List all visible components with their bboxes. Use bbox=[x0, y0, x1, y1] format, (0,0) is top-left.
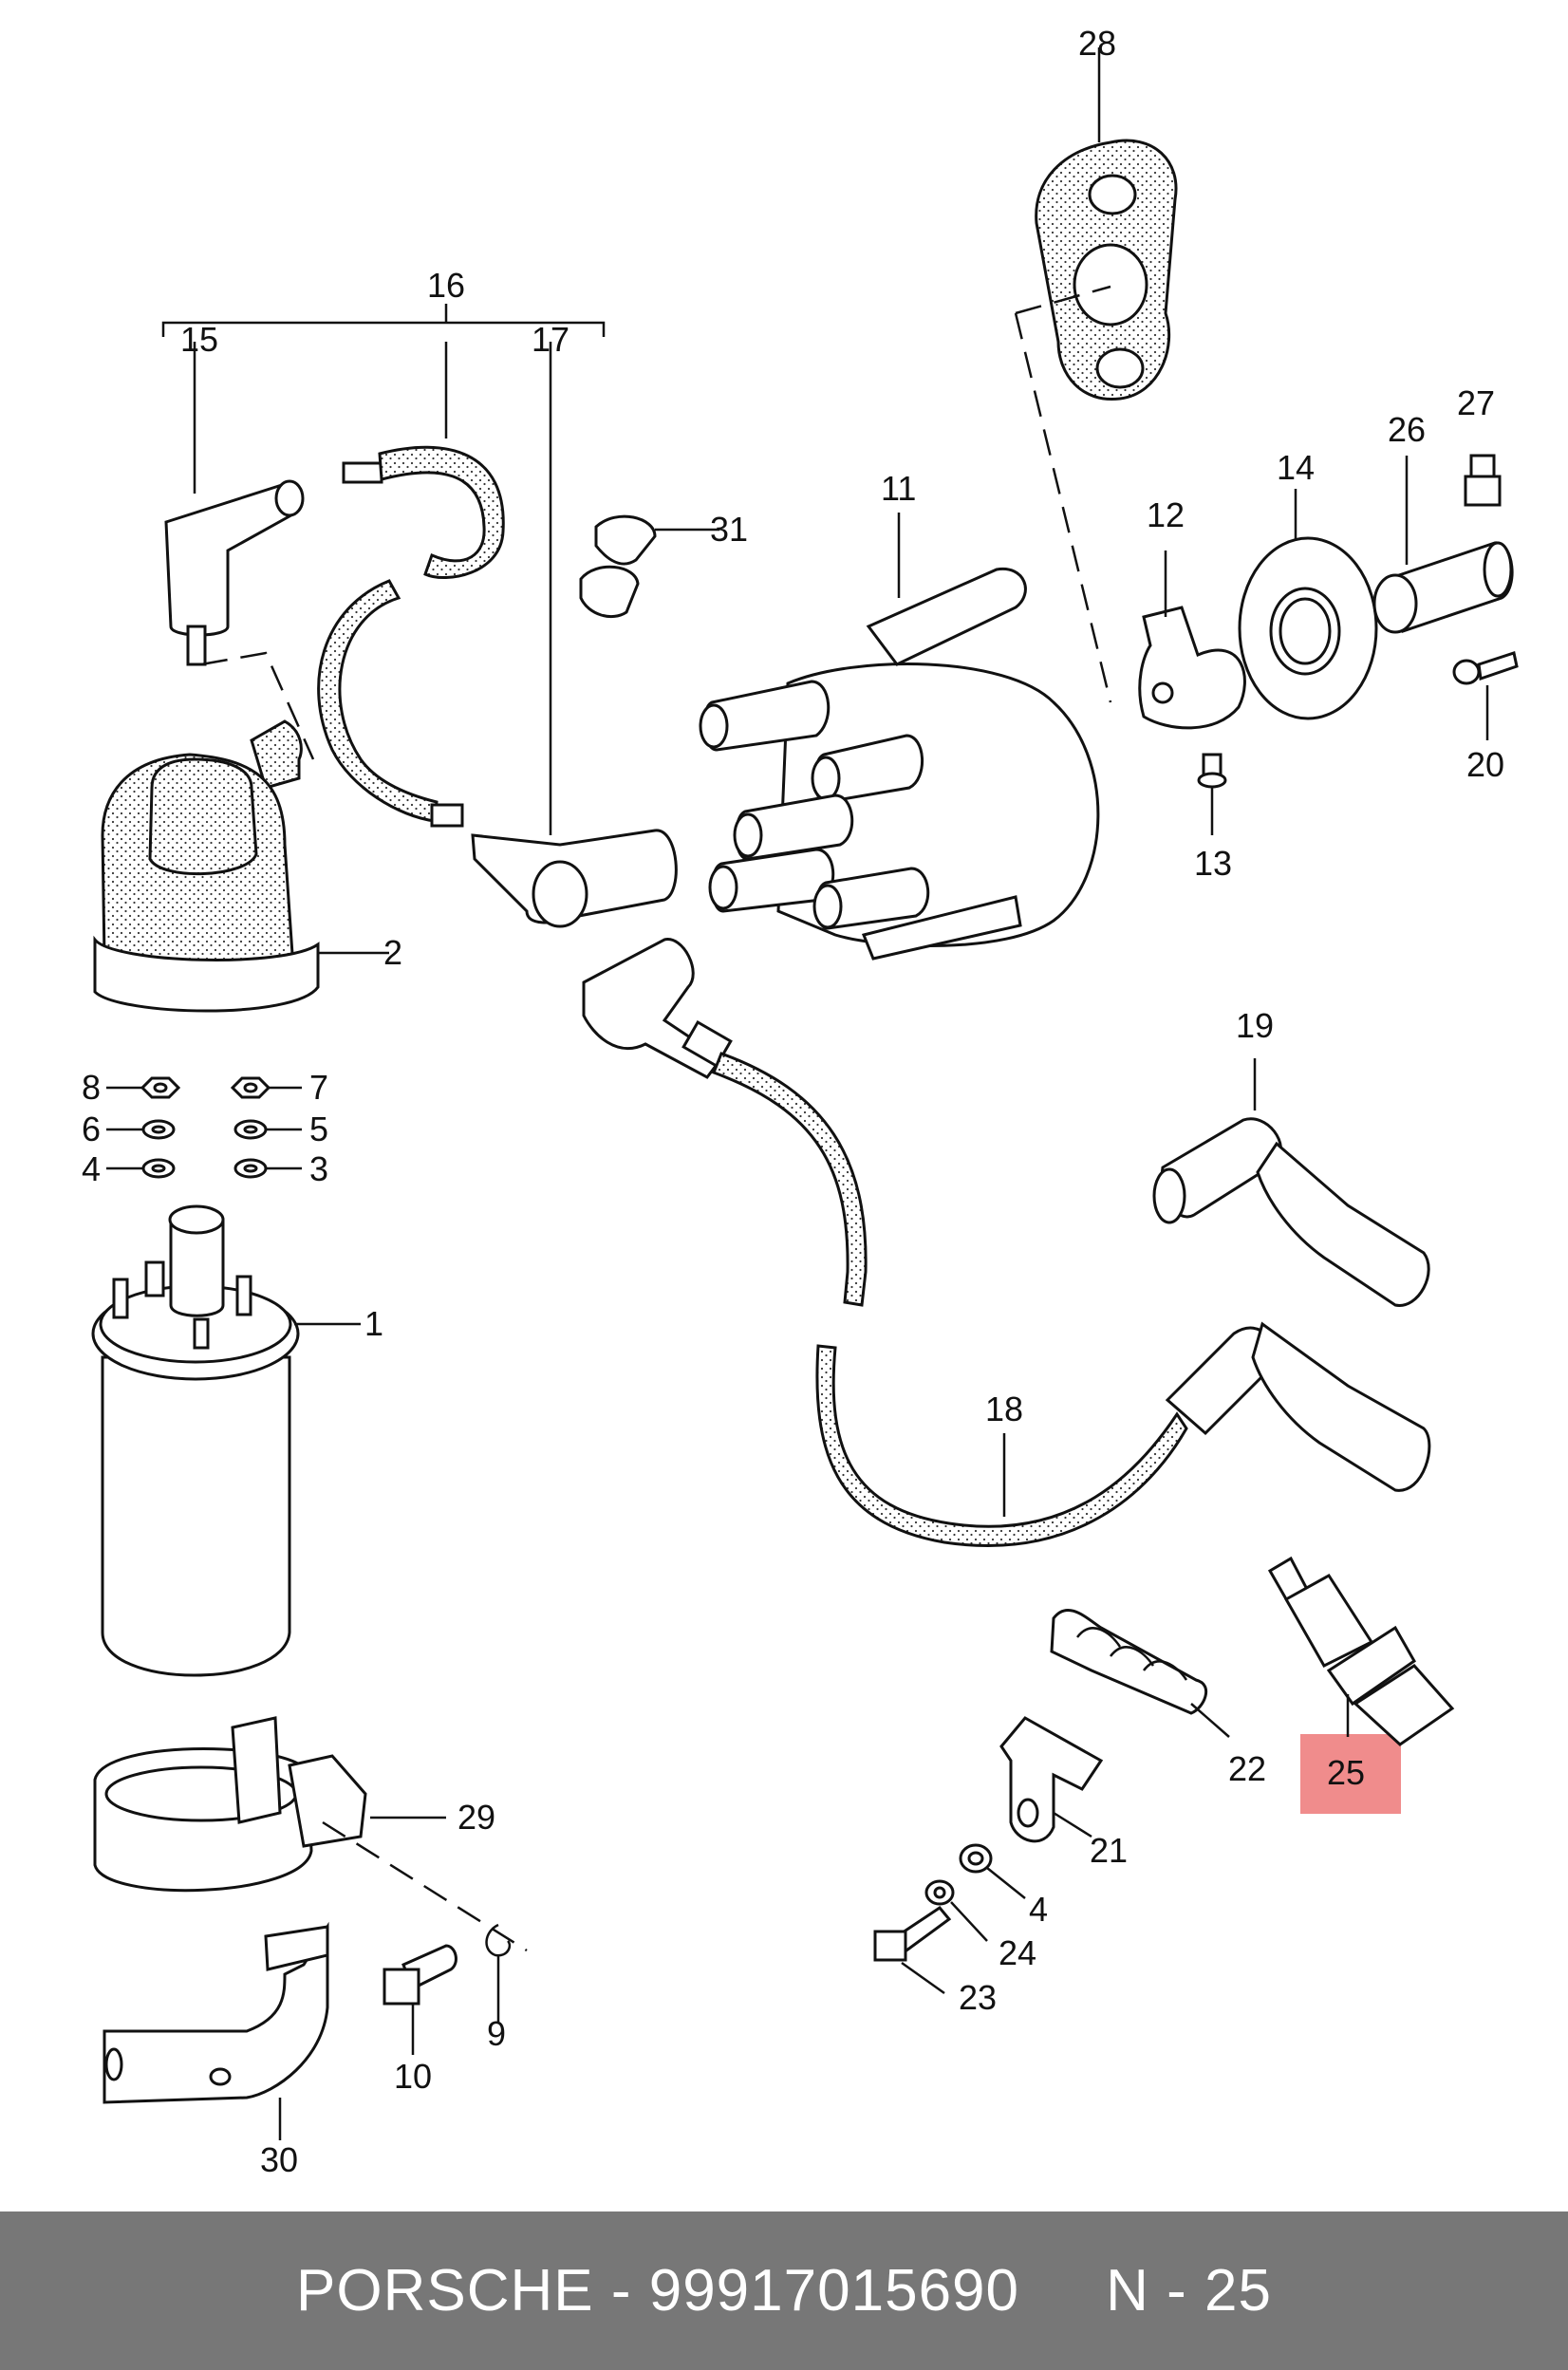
part-26-sleeve bbox=[1372, 541, 1514, 634]
part-23-bolt bbox=[873, 1906, 952, 1962]
part-13-screw bbox=[1197, 753, 1227, 789]
callout-10: 10 bbox=[394, 2057, 432, 2096]
part-10-bolt bbox=[383, 1944, 457, 2006]
part-18-lead bbox=[582, 938, 1431, 1547]
callout-24: 24 bbox=[999, 1933, 1036, 1972]
callout-4-left: 4 bbox=[82, 1149, 101, 1188]
callout-9: 9 bbox=[487, 2014, 506, 2053]
callout-3: 3 bbox=[309, 1149, 328, 1188]
footer-bar: PORSCHE - 99917015690 N - 25 bbox=[0, 2211, 1568, 2370]
part-4-washer-right bbox=[959, 1843, 993, 1874]
callout-labels: 1 2 3 4 4 5 6 7 8 9 10 11 12 13 14 15 16… bbox=[82, 24, 1504, 2179]
part-29-clamp bbox=[93, 1716, 367, 1893]
part-12-rotor bbox=[1138, 606, 1246, 730]
part-16-cable bbox=[317, 445, 505, 828]
part-30-clamp bbox=[103, 1921, 329, 2104]
callout-30: 30 bbox=[260, 2140, 298, 2179]
callout-31: 31 bbox=[710, 510, 748, 549]
part-31-clip bbox=[579, 514, 657, 618]
callout-28: 28 bbox=[1078, 24, 1116, 63]
part-7-nut bbox=[230, 1076, 271, 1099]
callout-19: 19 bbox=[1236, 1006, 1274, 1045]
parts-diagram: 1 2 3 4 4 5 6 7 8 9 10 11 12 13 14 15 16… bbox=[82, 24, 1519, 2179]
callout-29: 29 bbox=[457, 1798, 495, 1837]
part-20-screw bbox=[1452, 651, 1519, 685]
callout-27: 27 bbox=[1457, 383, 1495, 422]
callout-17: 17 bbox=[532, 320, 569, 359]
part-28-gasket bbox=[1035, 139, 1178, 401]
part-2-boot bbox=[93, 719, 320, 1013]
callout-6: 6 bbox=[82, 1110, 101, 1148]
part-9-clip bbox=[485, 1923, 512, 1957]
part-11-distributor-cap bbox=[699, 568, 1100, 961]
callout-2: 2 bbox=[383, 933, 402, 972]
callout-18: 18 bbox=[985, 1390, 1023, 1428]
part-1-ignition-coil bbox=[91, 1204, 300, 1677]
part-5-washer bbox=[233, 1119, 268, 1140]
highlight-box-25 bbox=[1300, 1734, 1401, 1814]
callout-14: 14 bbox=[1277, 448, 1315, 487]
callout-4-right: 4 bbox=[1029, 1890, 1048, 1929]
part-3-washer bbox=[233, 1158, 268, 1179]
part-17-connector bbox=[471, 829, 678, 928]
part-14-shield bbox=[1238, 536, 1378, 720]
part-25-spark-plug bbox=[1267, 1556, 1455, 1746]
part-19-connector bbox=[1152, 1117, 1430, 1307]
callout-12: 12 bbox=[1147, 495, 1185, 534]
footer-part-label: PORSCHE - 99917015690 N - 25 bbox=[296, 2258, 1272, 2323]
callout-13: 13 bbox=[1194, 844, 1232, 883]
callout-15: 15 bbox=[180, 320, 218, 359]
callout-20: 20 bbox=[1466, 745, 1504, 784]
callout-5: 5 bbox=[309, 1110, 328, 1148]
part-8-nut bbox=[140, 1076, 181, 1099]
part-15-connector bbox=[164, 479, 305, 666]
callout-16: 16 bbox=[427, 266, 465, 305]
part-6-washer bbox=[141, 1119, 176, 1140]
part-21-bracket bbox=[999, 1716, 1104, 1843]
callout-21: 21 bbox=[1090, 1831, 1128, 1870]
callout-1: 1 bbox=[364, 1304, 383, 1343]
part-24-washer bbox=[924, 1879, 955, 1906]
part-22-retainer bbox=[1050, 1608, 1208, 1715]
callout-23: 23 bbox=[959, 1978, 997, 2017]
part-4-washer-left bbox=[141, 1158, 176, 1179]
callout-25: 25 bbox=[1327, 1753, 1365, 1792]
callout-11: 11 bbox=[881, 469, 916, 508]
callout-26: 26 bbox=[1388, 410, 1426, 449]
part-27-bolt bbox=[1464, 454, 1502, 507]
callout-7: 7 bbox=[309, 1068, 328, 1107]
callout-22: 22 bbox=[1228, 1749, 1266, 1788]
callout-8: 8 bbox=[82, 1068, 101, 1107]
